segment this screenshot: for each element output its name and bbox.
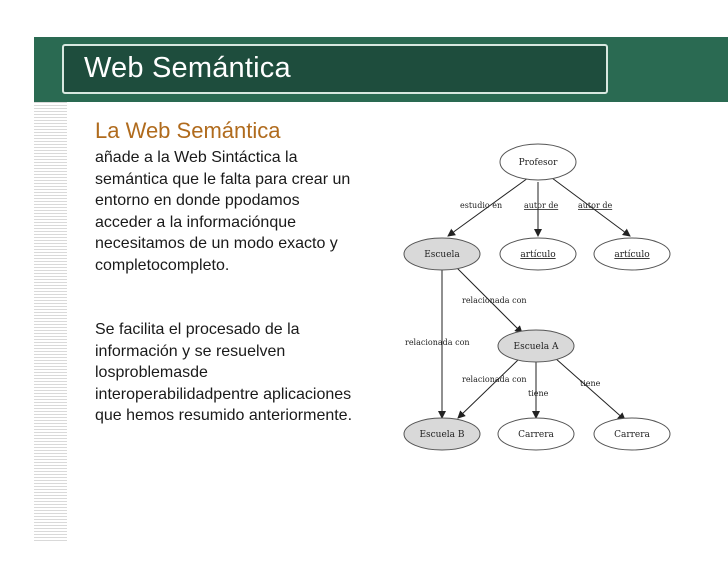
edge-label-estudio-en: estudio en [460,201,502,210]
slide-subtitle: La Web Semántica [95,118,281,143]
edge-escuelaA-escuelaB [457,359,519,419]
node-articulo2: artículo [614,249,649,260]
edge-label-relacionada-3: relacionada con [462,375,527,384]
edge-profesor-articulo2 [551,177,631,237]
node-escuela-b: Escuela B [419,430,464,440]
paragraph-1: añade a la Web Sintáctica la semántica q… [95,149,351,274]
edge-label-tiene-2: tiene [580,379,601,388]
edge-profesor-escuela [447,177,529,237]
node-profesor-shape [499,143,577,181]
node-escuela-shape [403,237,481,271]
node-escuela: Escuela [424,250,460,260]
semantic-web-diagram: Profesor Escuela artículo artículo Escue… [403,143,671,451]
edge-label-relacionada-1: relacionada con [462,296,527,305]
edge-label-relacionada-2: relacionada con [405,338,470,347]
edge-escuela-escuelaA [454,265,523,334]
node-escuelaB-shape [403,417,481,451]
node-carrera2-shape [593,417,671,451]
node-articulo2-shape [593,237,671,271]
slide-title: Web Semántica [84,52,291,84]
node-carrera1: Carrera [518,430,554,440]
slide-content: La Web Semántica añade a la Web Sintácti… [95,118,357,427]
edge-escuelaA-carrera2 [554,357,626,421]
node-articulo1-shape [499,237,577,271]
title-bar: Web Semántica [62,44,608,94]
edge-label-tiene-1: tiene [528,389,549,398]
node-escuelaA-shape [497,329,575,363]
node-carrera2: Carrera [614,430,650,440]
paragraph-2: Se facilita el procesado de la informaci… [95,321,353,424]
node-profesor: Profesor [519,158,558,168]
edge-label-autor-de-1: autor de [524,201,558,210]
node-carrera1-shape [497,417,575,451]
node-escuela-a: Escuela A [514,342,559,352]
edge-label-autor-de-2: autor de [578,201,612,210]
decorative-stripes [34,102,67,542]
node-articulo1: artículo [520,249,555,260]
